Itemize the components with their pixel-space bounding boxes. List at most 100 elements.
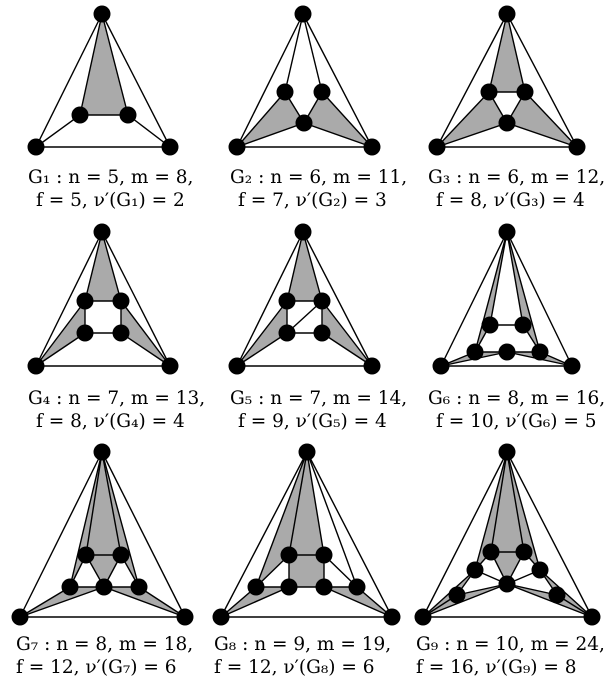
graph-vertex <box>112 546 130 564</box>
graph-4 <box>27 223 179 375</box>
graph-edge <box>84 231 103 302</box>
shaded-face <box>437 92 507 147</box>
graph-vertex <box>531 343 549 361</box>
graph-edge <box>35 332 86 367</box>
graph-vertex <box>61 578 79 596</box>
graph-edge <box>35 231 103 367</box>
graph-7 <box>11 443 194 626</box>
graph-edge <box>127 114 171 148</box>
graph-vertex <box>294 223 312 241</box>
graph-edge <box>35 13 103 148</box>
graph-vertex <box>130 578 148 596</box>
graph-vertex <box>93 223 111 241</box>
caption-g2: G₂ : n = 6, m = 11,f = 7, ν′(G₂) = 3 <box>230 166 407 212</box>
graph-edge <box>321 332 373 367</box>
graph-edge <box>120 300 171 367</box>
graph-edge <box>506 13 578 148</box>
graph-edge <box>422 583 508 618</box>
graph-edge <box>120 332 171 367</box>
graph-vertex <box>276 83 294 101</box>
graph-vertex <box>363 357 381 375</box>
caption-g2-line2: f = 7, ν′(G₂) = 3 <box>238 190 387 211</box>
graph-vertex <box>76 324 94 342</box>
graph-edge <box>321 91 373 148</box>
graph-edge <box>323 586 393 618</box>
graph-5 <box>228 223 381 375</box>
graph-edge <box>506 451 541 571</box>
graph-vertex <box>480 83 498 101</box>
graph-vertex <box>212 608 230 626</box>
graph-vertex <box>498 5 516 23</box>
caption-g6: G₆ : n = 8, m = 16,f = 10, ν′(G₆) = 5 <box>428 387 605 433</box>
shaded-face <box>237 92 304 147</box>
graph-vertex <box>466 343 484 361</box>
caption-g7: G₇ : n = 8, m = 18,f = 12, ν′(G₇) = 6 <box>16 633 193 679</box>
graph-vertex <box>11 608 29 626</box>
graph-edge <box>489 231 508 326</box>
graph-edge <box>236 91 286 148</box>
graph-8 <box>212 443 401 626</box>
graph-vertex <box>27 357 45 375</box>
graph-edge <box>506 231 573 367</box>
graph-edge <box>236 13 304 148</box>
graph-edge <box>286 231 304 302</box>
graph-vertex <box>280 546 298 564</box>
graph-vertex <box>482 543 500 561</box>
graph-vertex <box>294 5 312 23</box>
graph-edge <box>19 451 103 618</box>
graph-edge <box>440 231 508 367</box>
graph-6 <box>432 223 581 375</box>
graph-vertex <box>531 561 549 579</box>
graph-edge <box>236 300 288 367</box>
graph-edge <box>302 231 373 367</box>
caption-g6-line1: G₆ : n = 8, m = 16, <box>428 388 606 409</box>
graph-edge <box>35 300 86 367</box>
graph-edge <box>101 231 122 302</box>
graph-vertex <box>428 138 446 156</box>
caption-g4-line1: G₄ : n = 7, m = 13, <box>28 388 206 409</box>
shaded-face <box>491 452 524 552</box>
graph-vertex <box>298 443 316 461</box>
graph-edge <box>101 231 171 367</box>
caption-g7-line1: G₇ : n = 8, m = 18, <box>16 634 194 655</box>
graph-edge <box>436 13 508 148</box>
caption-g2-line1: G₂ : n = 6, m = 11, <box>230 167 408 188</box>
graph-edge <box>19 586 71 618</box>
graph-edge <box>103 586 186 618</box>
caption-g9-line2: f = 16, ν′(G₉) = 8 <box>416 657 577 678</box>
graph-vertex <box>515 543 533 561</box>
graph-edge <box>490 451 508 553</box>
graph-edge <box>488 13 508 93</box>
caption-g9-line1: G₉ : n = 10, m = 24, <box>416 634 605 655</box>
graph-edge <box>35 114 81 148</box>
graph-vertex <box>548 586 566 604</box>
graph-edge <box>506 13 526 93</box>
graph-vertex <box>119 106 137 124</box>
caption-g3: G₃ : n = 6, m = 12,f = 8, ν′(G₃) = 4 <box>428 166 605 212</box>
graph-edge <box>306 451 358 588</box>
caption-g5-line1: G₅ : n = 7, m = 14, <box>230 388 408 409</box>
graph-vertex <box>383 608 401 626</box>
graph-vertex <box>498 343 516 361</box>
graph-vertex <box>278 324 296 342</box>
graph-vertex <box>348 578 366 596</box>
graph-edge <box>69 451 103 588</box>
graph-vertex <box>466 561 484 579</box>
graph-edge <box>506 231 541 353</box>
graph-vertex <box>313 292 331 310</box>
graph-vertex <box>228 138 246 156</box>
shaded-face <box>489 14 525 92</box>
graph-vertex <box>414 608 432 626</box>
graph-vertex <box>583 608 601 626</box>
graph-edge <box>474 451 508 571</box>
graph-edge <box>101 451 122 556</box>
graph-edge <box>101 13 129 116</box>
graph-vertex <box>161 138 179 156</box>
graph-edge <box>524 91 578 148</box>
caption-g8-line1: G₈ : n = 9, m = 19, <box>214 634 392 655</box>
graph-edge <box>306 451 393 618</box>
graph-vertex <box>77 546 95 564</box>
graph-vertex <box>278 292 296 310</box>
graph-3 <box>428 5 586 156</box>
